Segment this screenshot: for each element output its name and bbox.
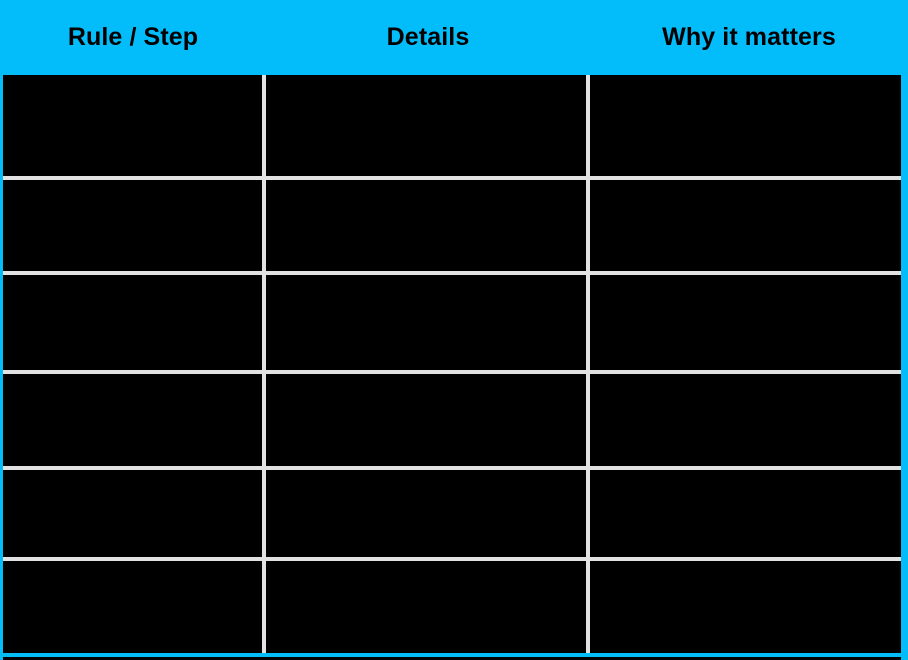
column-header-details[interactable]: Details — [386, 23, 470, 51]
cell-rule-step[interactable] — [3, 180, 262, 271]
table-row[interactable] — [3, 561, 901, 653]
cell-why-it-matters[interactable] — [590, 180, 901, 271]
cell-why-it-matters[interactable] — [590, 470, 901, 557]
column-divider — [586, 75, 590, 653]
column-header-rule-step[interactable]: Rule / Step — [67, 23, 199, 51]
table-row[interactable] — [3, 275, 901, 370]
bottom-border-accent — [0, 653, 908, 657]
cell-rule-step[interactable] — [3, 275, 262, 370]
cell-why-it-matters[interactable] — [590, 275, 901, 370]
table-row[interactable] — [3, 75, 901, 176]
cell-details[interactable] — [266, 180, 586, 271]
cell-rule-step[interactable] — [3, 75, 262, 176]
cell-rule-step[interactable] — [3, 374, 262, 466]
cell-why-it-matters[interactable] — [590, 75, 901, 176]
table-header-row: Rule / Step Details Why it matters — [0, 0, 908, 75]
table-row[interactable] — [3, 374, 901, 466]
cell-rule-step[interactable] — [3, 470, 262, 557]
cell-details[interactable] — [266, 75, 586, 176]
row-divider — [3, 557, 901, 561]
row-divider — [3, 176, 901, 180]
column-header-why-it-matters[interactable]: Why it matters — [662, 23, 836, 51]
row-divider — [3, 271, 901, 275]
cell-rule-step[interactable] — [3, 561, 262, 653]
table-row[interactable] — [3, 470, 901, 557]
table-body — [3, 75, 901, 653]
table-row[interactable] — [3, 180, 901, 271]
cell-details[interactable] — [266, 470, 586, 557]
right-border-accent — [901, 75, 908, 660]
left-border-accent — [0, 75, 3, 660]
cell-why-it-matters[interactable] — [590, 374, 901, 466]
cell-details[interactable] — [266, 561, 586, 653]
row-divider — [3, 466, 901, 470]
column-divider — [262, 75, 266, 653]
row-divider — [3, 370, 901, 374]
cell-why-it-matters[interactable] — [590, 561, 901, 653]
cell-details[interactable] — [266, 374, 586, 466]
cell-details[interactable] — [266, 275, 586, 370]
